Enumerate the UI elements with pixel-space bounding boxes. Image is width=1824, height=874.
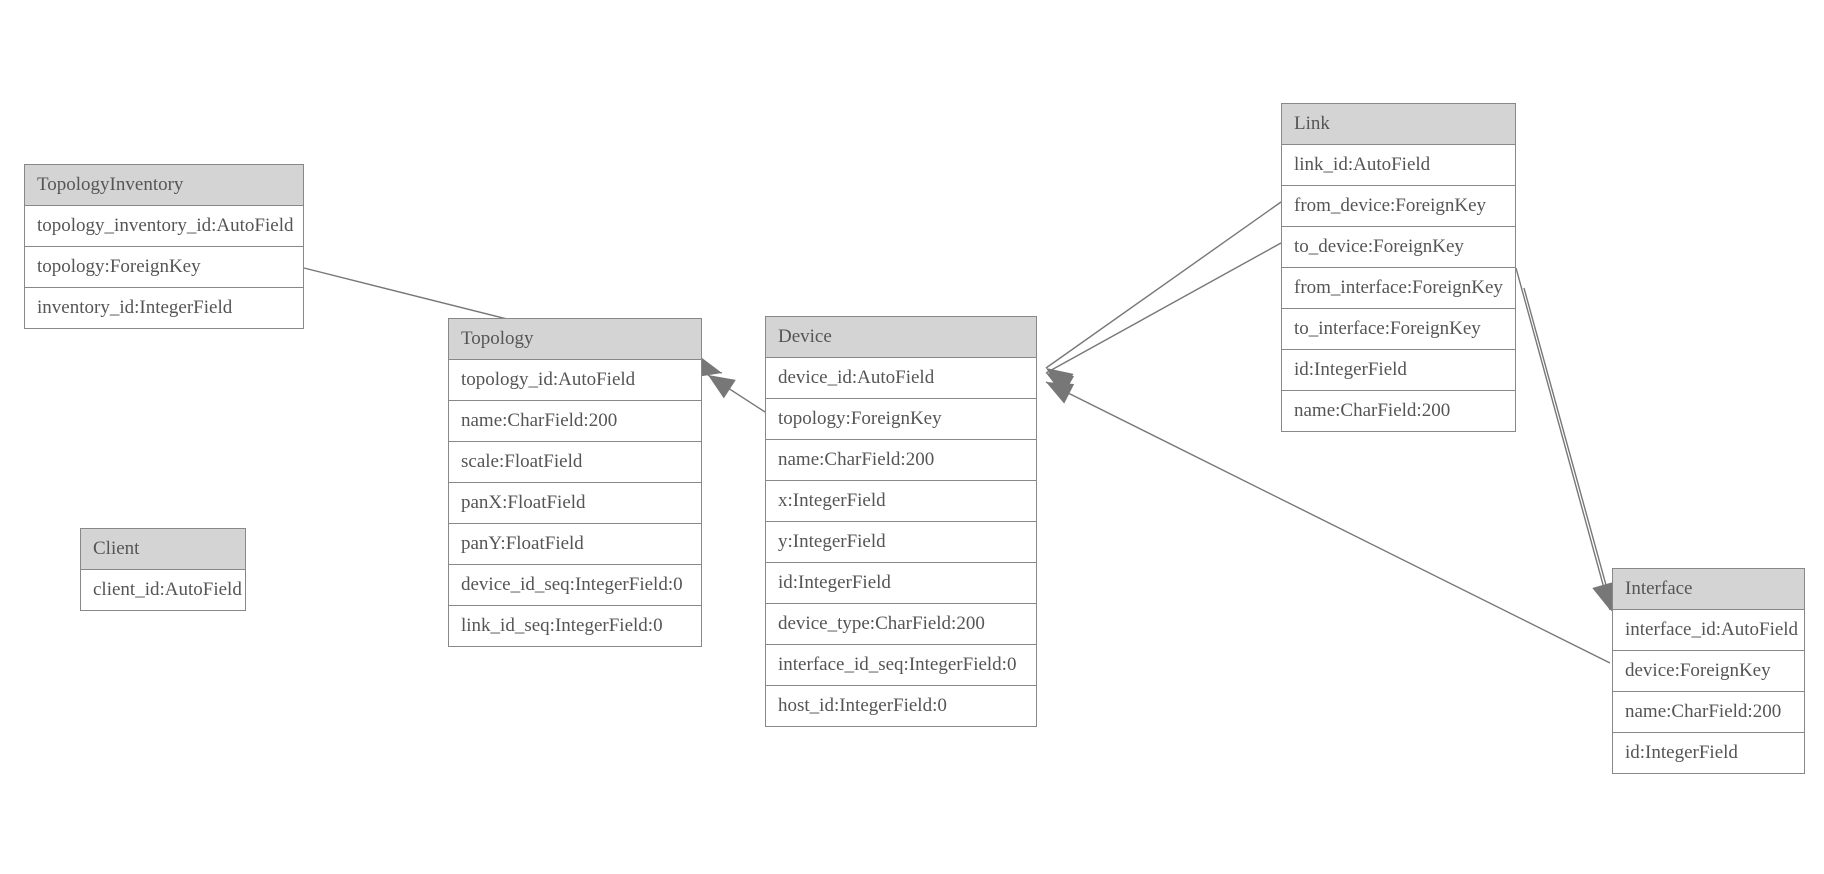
relationship-line <box>1045 242 1282 374</box>
entity-field-row: topology_id:AutoField <box>449 360 701 401</box>
entity-field-row: topology:ForeignKey <box>766 399 1036 440</box>
relationship-arrowhead <box>1046 373 1075 396</box>
entity-title-device: Device <box>766 317 1036 358</box>
entity-field-row: inventory_id:IntegerField <box>25 288 303 328</box>
entity-field-row: to_device:ForeignKey <box>1282 227 1515 268</box>
entity-field-row: device_id_seq:IntegerField:0 <box>449 565 701 606</box>
entity-title-client: Client <box>81 529 245 570</box>
entity-field-row: to_interface:ForeignKey <box>1282 309 1515 350</box>
entity-field-row: from_interface:ForeignKey <box>1282 268 1515 309</box>
entity-field-row: scale:FloatField <box>449 442 701 483</box>
entity-title-link: Link <box>1282 104 1515 145</box>
entity-field-row: id:IntegerField <box>1282 350 1515 391</box>
entity-field-row: y:IntegerField <box>766 522 1036 563</box>
entity-field-row: from_device:ForeignKey <box>1282 186 1515 227</box>
relationship-line <box>707 374 766 413</box>
relationship-line <box>1045 201 1282 369</box>
entity-field-row: host_id:IntegerField:0 <box>766 686 1036 726</box>
entity-field-row: link_id_seq:IntegerField:0 <box>449 606 701 646</box>
entity-field-row: panY:FloatField <box>449 524 701 565</box>
relationship-line <box>1515 267 1611 611</box>
entity-field-row: topology_inventory_id:AutoField <box>25 206 303 247</box>
relationship-arrowhead <box>708 375 736 399</box>
relationship-line <box>1523 287 1615 615</box>
entity-field-row: id:IntegerField <box>1613 733 1804 773</box>
relationship-arrowhead <box>1046 382 1075 404</box>
entity-field-row: x:IntegerField <box>766 481 1036 522</box>
entity-field-row: name:CharField:200 <box>449 401 701 442</box>
relationship-rel-link-from-interface <box>1515 267 1614 611</box>
relationship-rel-link-from-device <box>1045 201 1282 392</box>
entity-field-row: interface_id:AutoField <box>1613 610 1804 651</box>
entity-title-topology: Topology <box>449 319 701 360</box>
entity-field-row: link_id:AutoField <box>1282 145 1515 186</box>
entity-field-row: client_id:AutoField <box>81 570 245 610</box>
entity-field-row: name:CharField:200 <box>1613 692 1804 733</box>
entity-title-topology_inventory: TopologyInventory <box>25 165 303 206</box>
entity-field-row: name:CharField:200 <box>1282 391 1515 431</box>
entity-field-row: device:ForeignKey <box>1613 651 1804 692</box>
entity-field-row: device_id:AutoField <box>766 358 1036 399</box>
entity-field-row: name:CharField:200 <box>766 440 1036 481</box>
entity-field-row: topology:ForeignKey <box>25 247 303 288</box>
entity-field-row: device_type:CharField:200 <box>766 604 1036 645</box>
relationship-rel-link-to-device <box>1045 242 1282 396</box>
relationship-rel-link-to-interface <box>1523 287 1618 615</box>
entity-field-row: id:IntegerField <box>766 563 1036 604</box>
entity-field-row: panX:FloatField <box>449 483 701 524</box>
entity-field-row: interface_id_seq:IntegerField:0 <box>766 645 1036 686</box>
entity-title-interface: Interface <box>1613 569 1804 610</box>
entity-field-list-client: client_id:AutoField <box>81 570 245 610</box>
relationship-arrowhead <box>1046 368 1074 392</box>
relationship-rel-device-topology <box>707 374 766 413</box>
